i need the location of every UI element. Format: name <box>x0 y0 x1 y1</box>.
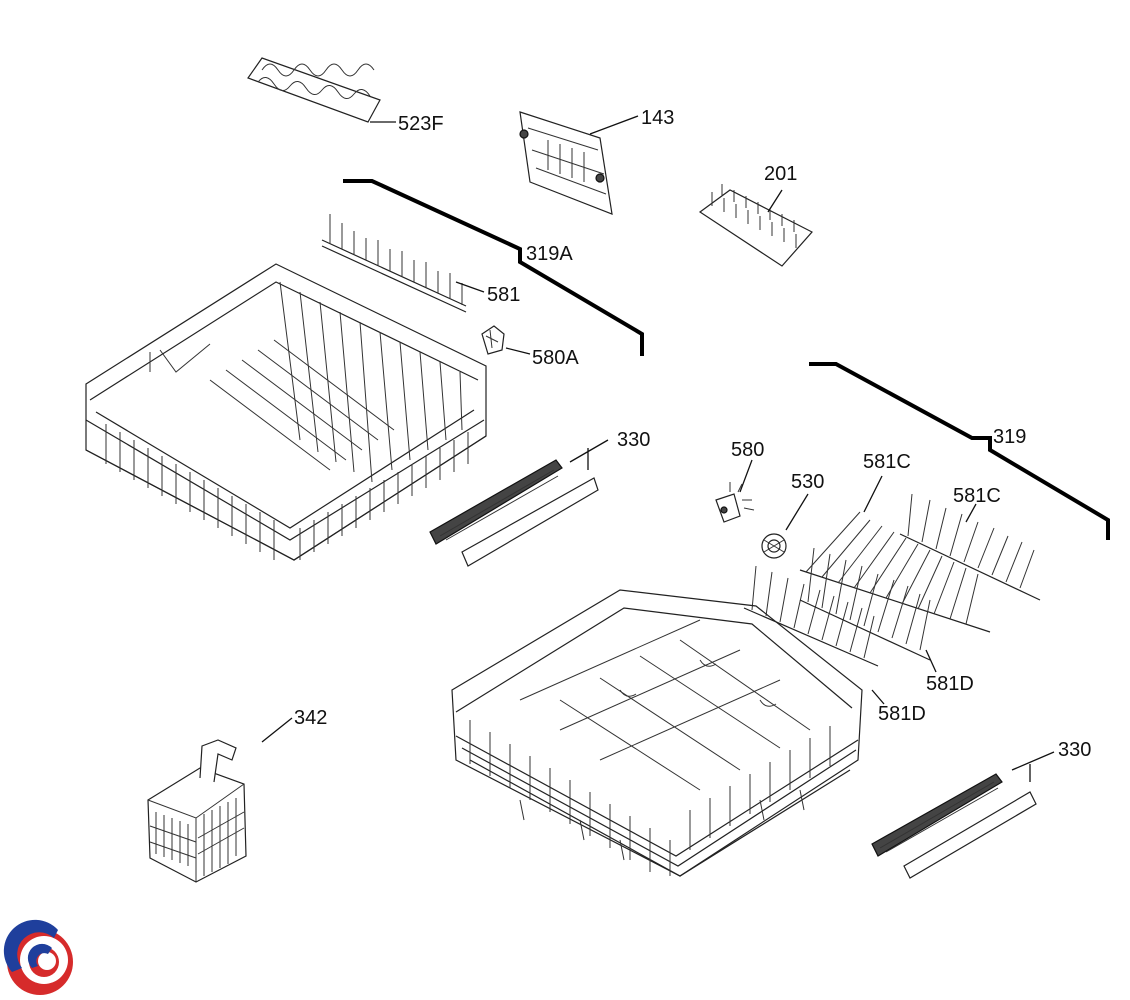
part-581C-a <box>799 511 991 633</box>
part-530 <box>761 533 787 559</box>
label-581C-b: 581C <box>953 485 1001 507</box>
lower-rack <box>451 589 863 877</box>
label-319: 319 <box>993 426 1026 448</box>
label-580: 580 <box>731 439 764 461</box>
label-581D-b: 581D <box>878 703 926 725</box>
rail-319 <box>809 362 1110 540</box>
part-342 <box>147 739 247 883</box>
label-201: 201 <box>764 163 797 185</box>
part-330-bottom <box>871 773 1037 879</box>
part-201 <box>698 184 813 267</box>
upper-rack <box>85 263 487 561</box>
leader-580 <box>739 459 753 493</box>
part-330-top <box>429 459 599 567</box>
leader-342 <box>261 717 293 743</box>
part-581D-b <box>799 547 931 661</box>
label-581D-a: 581D <box>926 673 974 695</box>
leader-201 <box>767 189 783 213</box>
leader-330-top <box>569 439 609 470</box>
label-330-top: 330 <box>617 429 650 451</box>
part-580 <box>715 482 755 523</box>
leader-330-bottom <box>1011 751 1055 782</box>
part-580A <box>481 325 505 355</box>
part-581D-a <box>743 565 879 667</box>
leader-530 <box>785 493 809 531</box>
label-330-bottom: 330 <box>1058 739 1091 761</box>
part-143 <box>519 111 613 215</box>
leader-581 <box>455 281 485 293</box>
part-581 <box>321 214 467 313</box>
leader-581C-b <box>965 503 977 523</box>
leader-143 <box>589 115 639 135</box>
label-523F: 523F <box>398 113 444 135</box>
label-342: 342 <box>294 707 327 729</box>
label-143: 143 <box>641 107 674 129</box>
leader-580A <box>505 347 531 355</box>
leader-581C-a <box>863 475 883 513</box>
part-581C-b <box>899 493 1041 601</box>
label-581: 581 <box>487 284 520 306</box>
leader-581D-a <box>925 649 937 673</box>
swirl-logo-icon <box>3 919 73 995</box>
label-530: 530 <box>791 471 824 493</box>
leader-lines <box>261 115 1055 782</box>
label-580A: 580A <box>532 347 579 369</box>
rail-319A <box>343 179 644 356</box>
label-581C-a: 581C <box>863 451 911 473</box>
leader-581D-b <box>871 689 885 705</box>
part-523F <box>247 57 381 123</box>
label-319A: 319A <box>526 243 573 265</box>
